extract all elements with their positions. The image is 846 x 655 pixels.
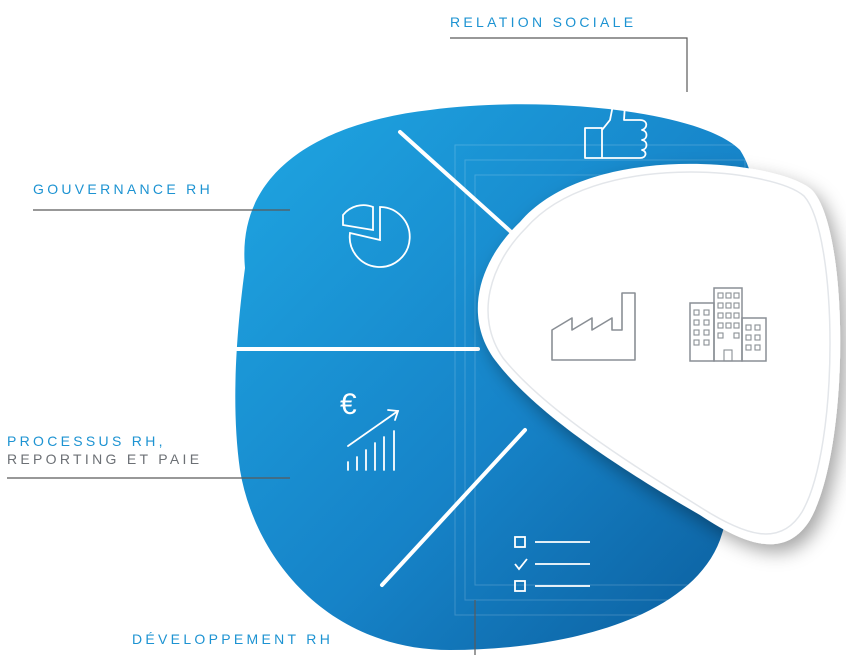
- label-gouvernance-rh: GOUVERNANCE RH: [33, 181, 213, 197]
- leader-relation-sociale: [450, 37, 688, 92]
- thumbs-up-icon: [584, 95, 648, 159]
- label-processus-rh: PROCESSUS RH,: [7, 433, 166, 449]
- divider-top: [398, 130, 522, 242]
- pie-chart-icon: [342, 204, 411, 268]
- euro-growth-icon: €: [340, 388, 400, 471]
- label-relation-sociale: RELATION SOCIALE: [450, 14, 637, 30]
- factory-icon: [551, 292, 636, 361]
- divider-bottom: [380, 428, 527, 587]
- checklist-icon: [514, 536, 590, 592]
- label-reporting-paie: REPORTING ET PAIE: [7, 451, 203, 467]
- label-developpement-rh: DÉVELOPPEMENT RH: [132, 631, 334, 647]
- office-buildings-icon: [689, 287, 767, 362]
- leader-lines: [7, 37, 688, 655]
- center-blob: [477, 163, 841, 545]
- svg-text:€: €: [340, 388, 357, 421]
